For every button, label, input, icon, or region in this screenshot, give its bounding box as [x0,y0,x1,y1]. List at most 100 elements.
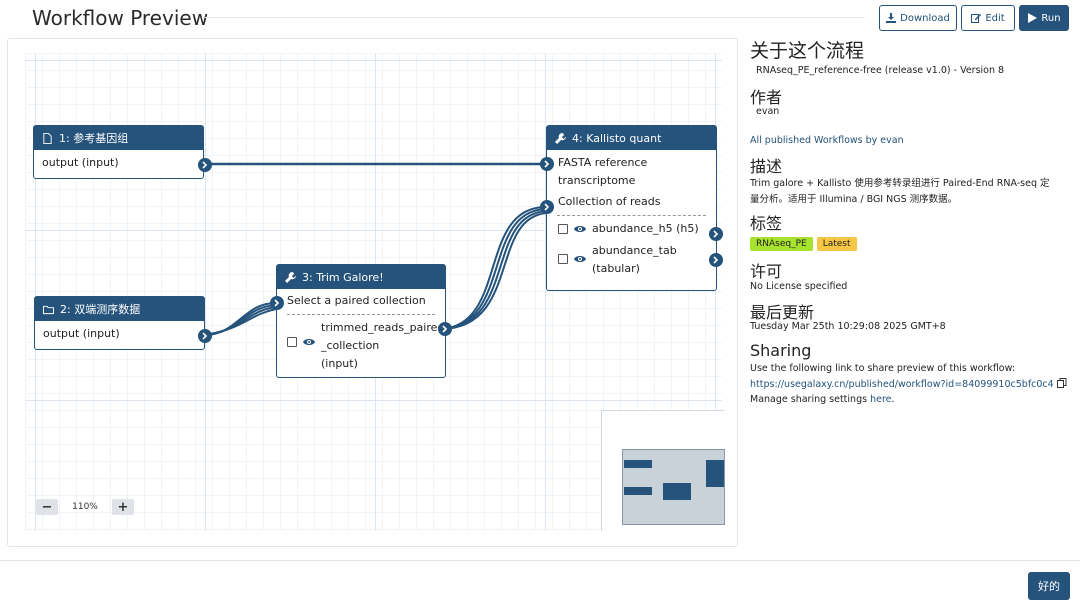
eye-icon[interactable] [303,336,315,348]
input-port[interactable] [270,296,284,310]
chevron-right-icon [442,325,448,333]
output-label-line2: (tabular) [592,262,640,275]
about-heading: 关于这个流程 [750,40,865,62]
zoom-controls: − 110% + [36,499,134,515]
node-title: 2: 双端测序数据 [60,303,141,316]
page-title: Workflow Preview [32,6,209,30]
node-reference-genome[interactable]: 1: 参考基因组 output (input) [33,125,212,179]
download-button[interactable]: Download [879,5,957,31]
output-label-line1: trimmed_reads_paired [321,321,445,334]
node-kallisto-quant[interactable]: 4: Kallisto quant FASTA reference transc… [540,125,723,291]
tag-badge[interactable]: RNAseq_PE [750,237,813,251]
node-output-row: output (input) [34,150,203,176]
output-port[interactable] [438,322,452,336]
node-title: 1: 参考基因组 [59,132,129,145]
input-label-line2: transcriptome [558,174,636,187]
output-label: abundance_h5 (h5) [592,222,699,235]
output-checkbox[interactable] [558,224,568,234]
download-label: Download [900,12,950,24]
output-port[interactable] [709,227,723,241]
chevron-right-icon [202,161,208,169]
ok-button[interactable]: 好的 [1028,572,1070,600]
node-input-row: FASTA reference transcriptome [547,150,716,190]
author-name: evan [756,106,780,117]
folder-icon [43,305,54,314]
node-header[interactable]: 4: Kallisto quant [547,126,716,150]
output-label-line2: _collection [321,339,380,352]
eye-icon[interactable] [574,253,586,265]
node-input-row: Select a paired collection [277,289,445,310]
input-label-line1: FASTA reference [558,156,648,169]
manage-sharing-link[interactable]: here [870,394,892,405]
chevron-right-icon [713,230,719,238]
chevron-right-icon [713,256,719,264]
edit-button[interactable]: Edit [961,5,1015,31]
node-output-row: output (input) [35,321,204,347]
description-line1: Trim galore + Kallisto 使用参考转录组进行 Paired-… [750,178,1050,189]
zoom-out-button[interactable]: − [36,499,58,515]
node-divider [287,314,435,315]
minimap[interactable] [601,410,725,531]
copy-icon[interactable] [1056,378,1067,388]
sharing-link[interactable]: https://usegalaxy.cn/published/workflow?… [750,379,1054,390]
node-header[interactable]: 3: Trim Galore! [277,265,445,289]
wrench-icon [555,132,566,144]
minimap-node [706,460,724,487]
file-icon [43,132,52,144]
output-checkbox[interactable] [287,337,297,347]
play-icon [1028,13,1038,23]
input-port[interactable] [540,200,554,214]
output-checkbox[interactable] [558,254,568,264]
workflow-canvas[interactable]: 1: 参考基因组 output (input) 2: 双端测序数据 output… [7,38,738,547]
output-label-line1: abundance_tab [592,244,677,257]
output-label: output (input) [43,327,120,340]
tags-heading: 标签 [750,214,783,233]
chevron-right-icon [274,299,280,307]
author-heading: 作者 [750,88,783,107]
edit-icon [971,14,982,23]
input-port[interactable] [540,157,554,171]
edit-label: Edit [985,12,1005,24]
node-header[interactable]: 1: 参考基因组 [34,126,203,150]
tag-badge[interactable]: Latest [816,237,857,251]
last-updated-text: Tuesday Mar 25th 10:29:08 2025 GMT+8 [750,321,946,332]
node-output-row: trimmed_reads_paired _collection (input) [277,319,445,373]
chevron-right-icon [544,160,550,168]
output-label-line3: (input) [321,357,358,370]
node-header[interactable]: 2: 双端测序数据 [35,297,204,321]
title-divider [205,17,865,18]
last-updated-heading: 最后更新 [750,303,815,322]
zoom-in-button[interactable]: + [112,499,134,515]
sharing-heading: Sharing [750,341,812,360]
minimap-node [663,483,691,500]
wrench-icon [285,271,296,283]
license-heading: 许可 [750,262,783,281]
output-port[interactable] [198,158,212,172]
input-label: Select a paired collection [287,294,426,307]
output-port[interactable] [709,253,723,267]
node-title: 4: Kallisto quant [572,131,662,145]
output-port[interactable] [198,329,212,343]
manage-sharing-end: . [891,394,895,405]
input-label: Collection of reads [558,195,661,208]
sharing-link-row: https://usegalaxy.cn/published/workflow?… [750,378,1067,390]
all-published-link[interactable]: All published Workflows by evan [750,135,904,146]
run-button[interactable]: Run [1019,5,1069,31]
run-label: Run [1041,12,1061,24]
node-title: 3: Trim Galore! [302,270,384,284]
eye-icon[interactable] [574,223,586,235]
node-input-row: Collection of reads [547,190,716,211]
manage-sharing-row: Manage sharing settings here. [750,394,895,405]
chevron-right-icon [202,332,208,340]
description-line2: 量分析。适用于 Illumina / BGI NGS 测序数据。 [750,194,958,205]
sharing-text: Use the following link to share preview … [750,363,1016,374]
node-paired-reads[interactable]: 2: 双端测序数据 output (input) [34,296,212,350]
output-label: output (input) [42,156,119,169]
node-output-row: abundance_h5 (h5) [547,220,716,238]
minimap-node [624,460,652,468]
minimap-node [624,487,652,495]
license-text: No License specified [750,281,848,292]
node-trim-galore[interactable]: 3: Trim Galore! Select a paired collecti… [270,264,452,378]
workflow-name: RNAseq_PE_reference-free (release v1.0) … [756,65,1005,76]
